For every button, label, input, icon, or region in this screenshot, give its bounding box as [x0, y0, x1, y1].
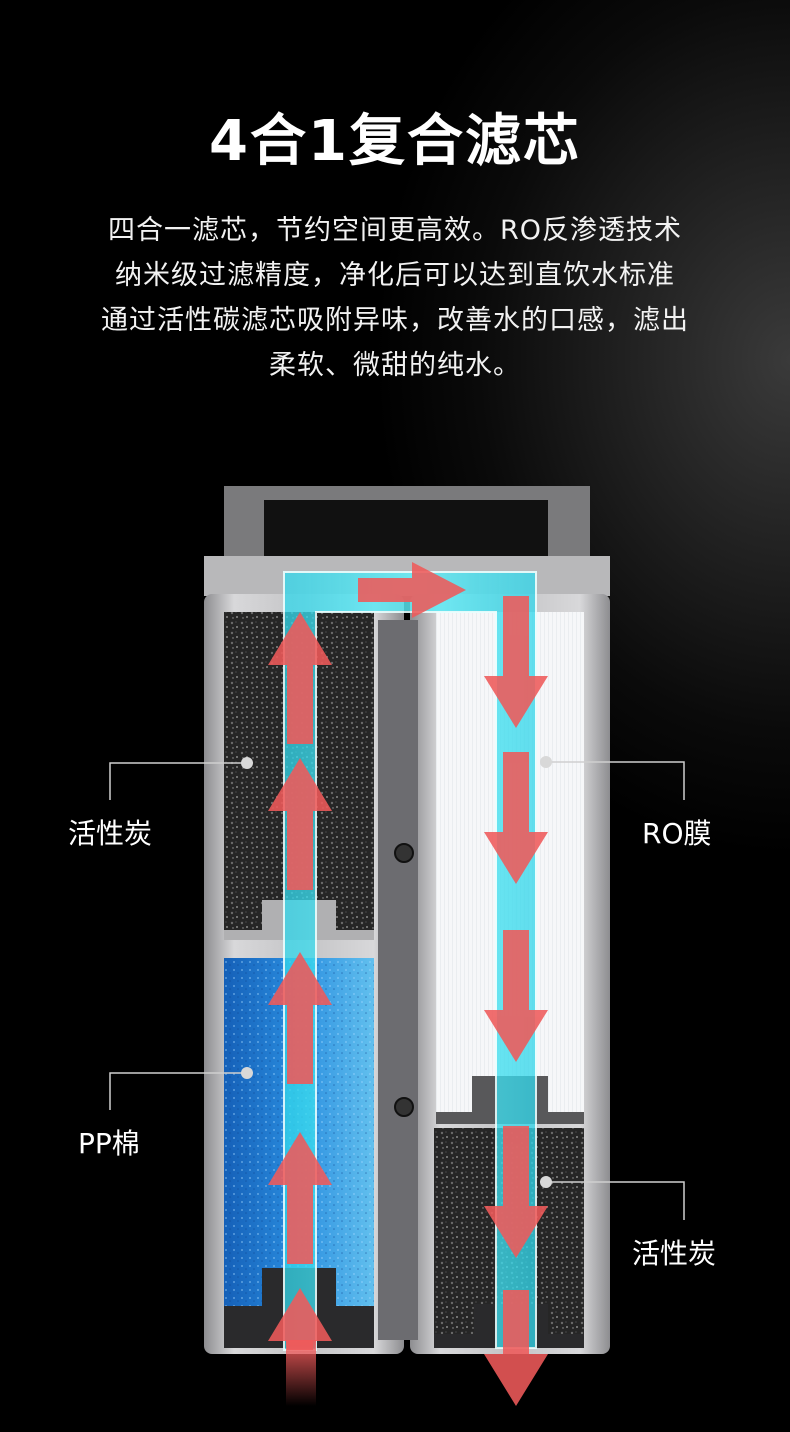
label-ro-membrane: RO膜 [642, 812, 712, 852]
label-left-carbon: 活性炭 [68, 812, 152, 852]
label-right-carbon: 活性炭 [632, 1232, 716, 1272]
label-pp-cotton: PP棉 [78, 1122, 140, 1162]
